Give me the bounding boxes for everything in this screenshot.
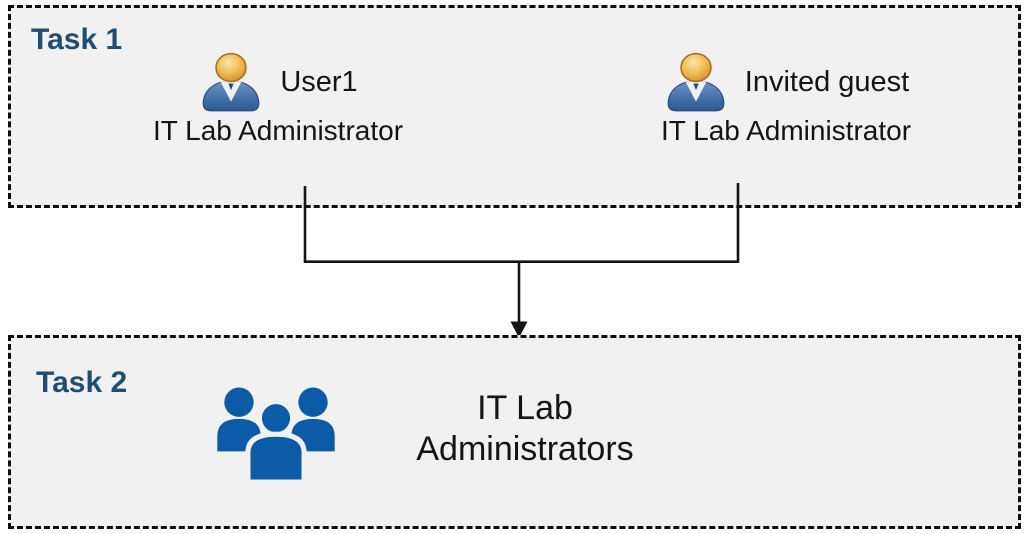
persona-name: Invited guest bbox=[744, 65, 910, 98]
people-group-icon bbox=[212, 385, 340, 485]
task2-box: Task 2 bbox=[8, 335, 1021, 529]
persona-user1: User1 IT Lab Administrator bbox=[123, 52, 433, 147]
user-icon bbox=[663, 52, 729, 112]
task2-label: Task 2 bbox=[36, 366, 128, 399]
persona-role: IT Lab Administrator bbox=[660, 115, 912, 146]
group-name-line2: Administrators bbox=[416, 430, 634, 469]
persona-invited-guest-row: Invited guest bbox=[663, 52, 909, 112]
persona-user1-row: User1 bbox=[198, 52, 358, 112]
task1-box: Task 1 bbox=[8, 5, 1021, 208]
user-icon bbox=[198, 52, 264, 112]
persona-invited-guest: Invited guest IT Lab Administrator bbox=[596, 52, 976, 147]
group-name-line1: IT Lab bbox=[477, 389, 573, 427]
persona-name: User1 bbox=[280, 65, 358, 98]
group-name: IT Lab Administrators bbox=[375, 388, 675, 471]
task1-label: Task 1 bbox=[31, 23, 123, 56]
persona-role: IT Lab Administrator bbox=[152, 115, 404, 146]
